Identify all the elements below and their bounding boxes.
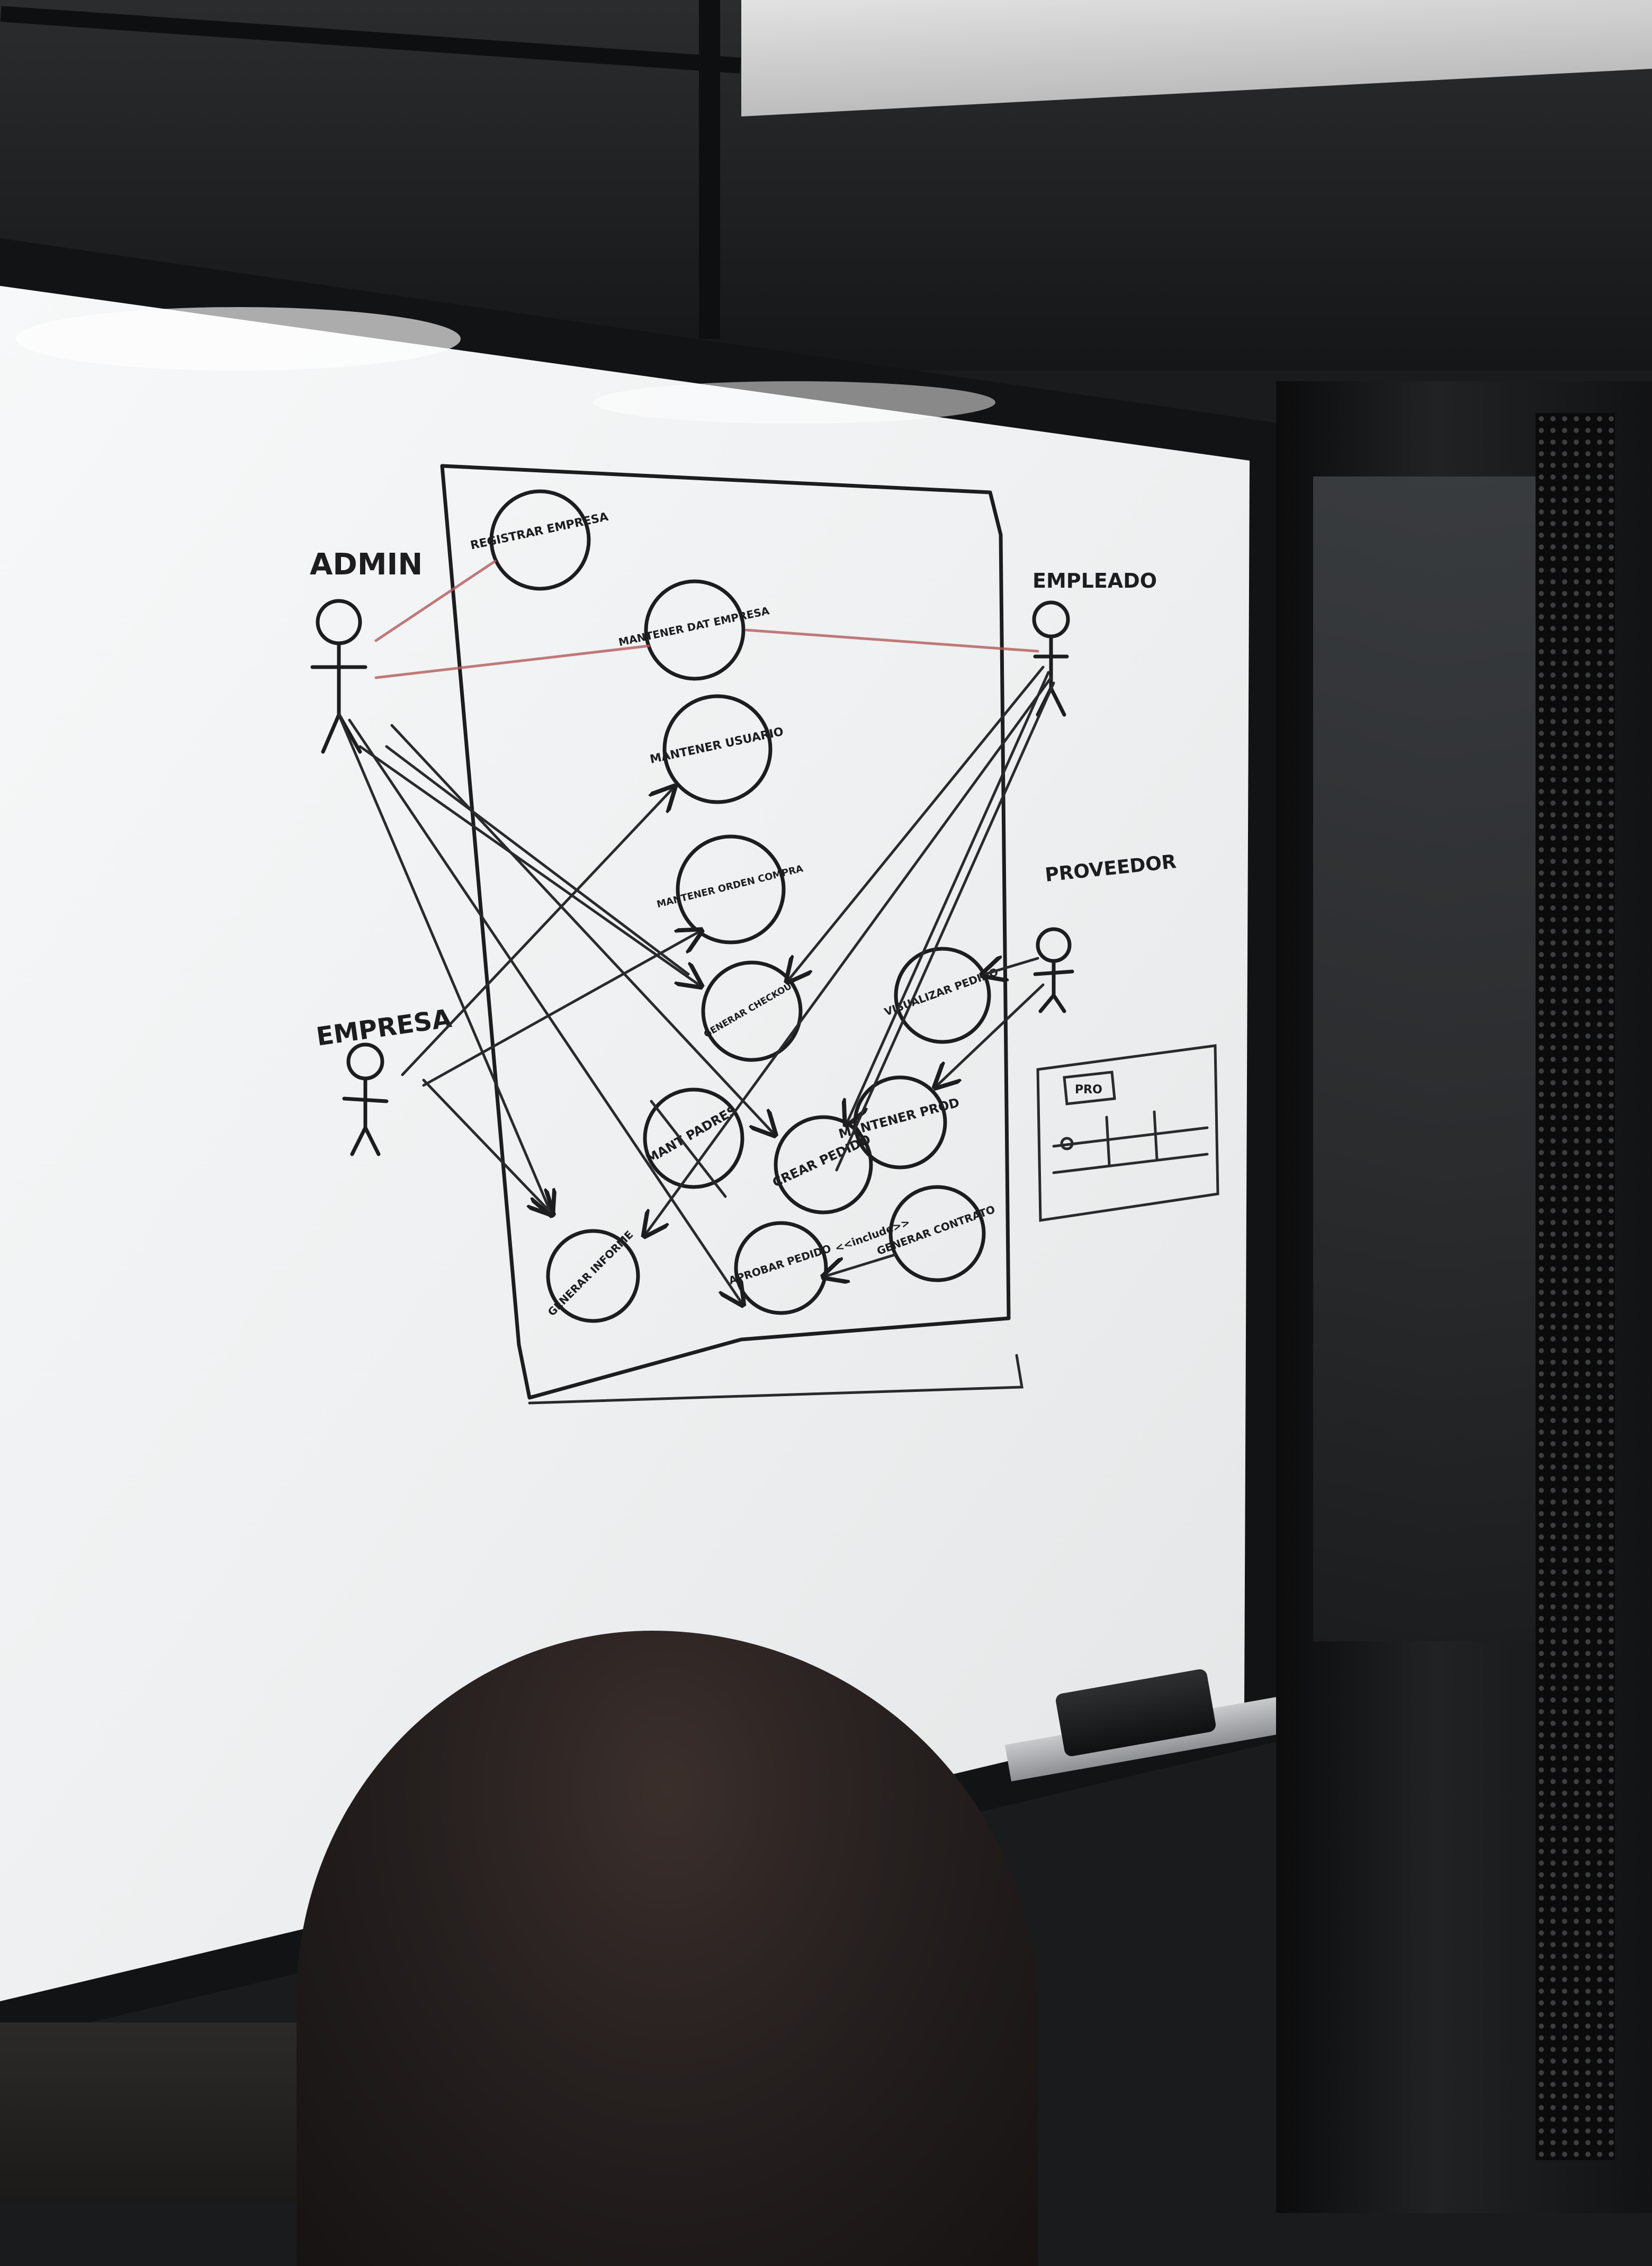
actor-label-empleado: EMPLEADO [1032,569,1157,592]
actor-empresa [342,1042,389,1156]
actor-admin [310,599,367,754]
whiteboard: ADMIN EMPLEADO PROVEEDOR EMPRESA REGISTR… [0,286,1250,2001]
side-sketch: PRO [1036,1044,1219,1222]
person-head-foreground [297,1631,1038,2266]
rack-glass-door [1313,476,1536,1641]
rack-mesh-panel [1536,413,1615,2160]
boundary-extension [528,1354,1023,1405]
glare [593,381,995,424]
system-boundary [440,464,1011,1400]
association-lines [337,560,1055,1302]
actor-label-admin: ADMIN [310,547,423,582]
sketch-label: PRO [1075,1083,1102,1096]
whiteboard-surface [0,286,1250,2001]
actor-empleado [1032,600,1070,717]
glare [16,307,461,371]
shelf-post [699,0,720,339]
actor-proveedor [1033,927,1074,1013]
